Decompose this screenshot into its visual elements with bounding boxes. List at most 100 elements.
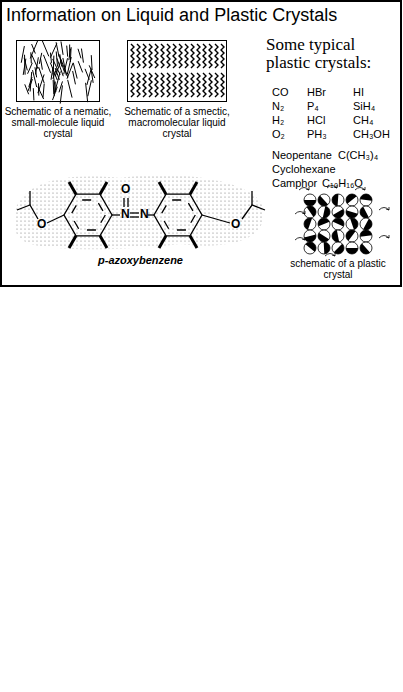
label: p-azoxybenzene <box>98 254 183 266</box>
chain-segment <box>161 73 164 97</box>
molecule-circle <box>318 230 330 242</box>
half-shade <box>363 219 372 230</box>
label: C₁₀H₁₆O <box>322 177 363 189</box>
molecule-circle <box>304 230 316 242</box>
rod-molecule <box>81 49 83 63</box>
rod-molecule <box>25 84 29 94</box>
molecule-bonds <box>17 182 265 248</box>
rod-molecule <box>30 52 31 63</box>
molecule-circle <box>318 206 330 218</box>
chain-segment <box>173 44 176 68</box>
label: P₄ <box>307 100 319 112</box>
rod-molecule <box>32 54 39 69</box>
molecule-circle <box>360 206 372 218</box>
half-shade <box>346 230 356 241</box>
label: HI <box>353 86 364 98</box>
chain-segment <box>131 73 134 97</box>
rod-molecule <box>24 55 26 75</box>
chain-segment <box>137 44 140 68</box>
chain-segment <box>191 73 194 97</box>
label: HCl <box>307 114 325 126</box>
rod-molecule <box>41 58 43 69</box>
molecule-circle <box>304 206 316 218</box>
rod-molecule <box>53 56 55 75</box>
chain-segment <box>215 44 218 68</box>
rod-molecule <box>33 88 35 100</box>
methyl-bond <box>159 182 166 194</box>
molecule-circle <box>332 218 344 230</box>
molecule-circle <box>332 230 344 242</box>
half-shade <box>307 206 316 217</box>
half-shade <box>305 242 316 252</box>
benzene-ring <box>154 194 202 236</box>
half-shade <box>332 230 339 242</box>
rotation-arrow <box>295 212 305 215</box>
rod-molecule <box>53 68 57 78</box>
rotation-arrow <box>325 254 335 257</box>
chain-segment <box>149 44 152 68</box>
rod-molecule <box>33 70 37 87</box>
rod-molecule <box>43 84 44 98</box>
half-shade <box>318 218 330 226</box>
rod-molecule <box>50 44 56 58</box>
methyl-bond <box>100 236 107 248</box>
rod-molecule <box>91 55 93 70</box>
half-shade <box>350 218 358 230</box>
half-shade <box>323 206 330 218</box>
rod-molecule <box>91 70 93 83</box>
label: HBr <box>307 86 326 98</box>
atom-label: N <box>121 208 130 221</box>
half-shade <box>360 194 372 201</box>
chain-segment <box>161 44 164 68</box>
half-shade <box>304 200 316 206</box>
rotation-arrow <box>379 236 389 239</box>
panel-border <box>1 1 401 286</box>
chain-segment <box>179 73 182 97</box>
half-shade <box>333 209 344 218</box>
rod-molecule <box>73 63 77 79</box>
methyl-bond <box>190 236 197 248</box>
ring-double-bonds <box>161 200 196 230</box>
chain-segment <box>167 44 170 68</box>
chain-segment <box>197 44 200 68</box>
rotation-arrow <box>295 238 305 241</box>
atom-label: O <box>121 183 130 196</box>
molecule-circle <box>346 230 358 242</box>
half-shade <box>333 218 344 226</box>
molecule-circle <box>304 194 316 206</box>
rod-molecule <box>39 67 45 83</box>
label: Cyclohexane <box>272 163 336 175</box>
chain-segment <box>209 73 212 97</box>
half-shade <box>360 207 369 218</box>
half-shade <box>346 210 358 218</box>
chain-segment <box>155 73 158 97</box>
rod-molecule <box>68 80 72 98</box>
rod-molecule <box>61 59 68 78</box>
schematic-box: Schematic of a nematic, small-molecule l… <box>0 40 116 139</box>
schematic-caption: Schematic of a nematic, small-molecule l… <box>0 106 116 139</box>
arrow-head <box>302 211 305 214</box>
chain-segment <box>197 73 200 97</box>
chain-segment <box>173 73 176 97</box>
chain-segment <box>215 73 218 97</box>
label: Camphor <box>272 177 317 189</box>
methyl-bond <box>69 236 76 248</box>
label: O₂ <box>272 128 285 140</box>
chain-segment <box>143 44 146 68</box>
molecule-circle <box>346 218 358 230</box>
benzene-ring <box>64 194 112 236</box>
label: Neopentane <box>272 149 332 161</box>
half-shade <box>318 196 328 206</box>
molecule-circle <box>332 194 344 206</box>
half-shade <box>360 230 372 237</box>
label: H₂ <box>272 114 284 126</box>
molecule-circle <box>360 194 372 206</box>
arrow-head <box>386 207 389 210</box>
half-shade <box>360 244 370 254</box>
label: SiH₄ <box>353 100 375 112</box>
rod-molecule <box>32 44 36 53</box>
label: C(CH₃)₄ <box>338 149 378 161</box>
chain-segment <box>149 73 152 97</box>
rod-molecule <box>35 67 37 77</box>
half-shade <box>318 233 329 242</box>
